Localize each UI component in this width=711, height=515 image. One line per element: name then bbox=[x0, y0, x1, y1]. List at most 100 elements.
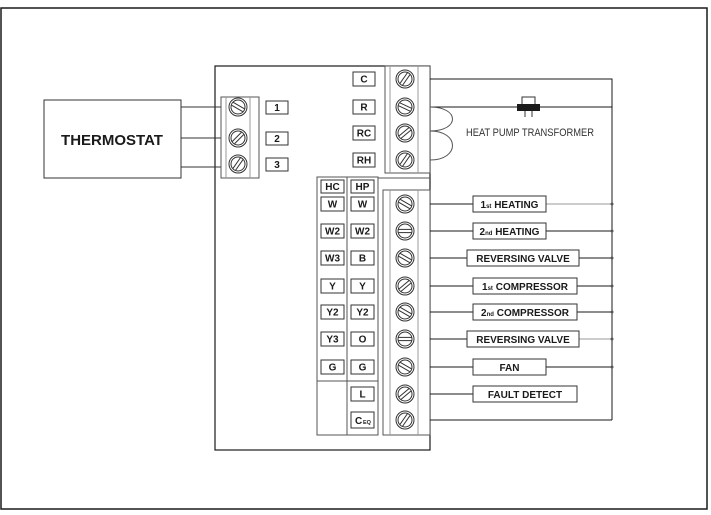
output-label-text-1: 1st HEATING bbox=[481, 200, 539, 211]
power-terminal-screw-RH[interactable] bbox=[395, 150, 415, 170]
hp-label-y-3-text: Y bbox=[359, 282, 366, 293]
hp-label-y2-4: Y2 bbox=[350, 304, 375, 320]
output-label-text-8: FAULT DETECT bbox=[488, 390, 562, 401]
output-label-6: REVERSING VALVE bbox=[466, 330, 580, 348]
junction-dot-4 bbox=[610, 284, 614, 288]
hc-label-g-text: G bbox=[329, 363, 337, 374]
jumper-r-rc bbox=[429, 106, 453, 132]
output-label-8: FAULT DETECT bbox=[472, 385, 578, 403]
outer-frame bbox=[0, 7, 708, 510]
output-label-7: FAN bbox=[472, 358, 547, 376]
output-label-text-2: 2nd HEATING bbox=[480, 227, 540, 238]
output-terminal-screw-3[interactable] bbox=[395, 248, 415, 268]
power-terminal-label-r: R bbox=[352, 99, 376, 115]
junction-dot-5 bbox=[610, 310, 614, 314]
power-terminal-strip bbox=[384, 65, 431, 174]
hc-label-w2: W2 bbox=[320, 223, 345, 239]
hc-label-y3-text: Y3 bbox=[326, 335, 339, 346]
power-terminal-label-c-text: C bbox=[360, 75, 367, 86]
hp-label-b-2: B bbox=[350, 250, 375, 266]
hp-label-g-6-text: G bbox=[359, 363, 367, 374]
hp-label-g-6: G bbox=[350, 359, 375, 375]
hc-header-text: HC bbox=[325, 182, 339, 193]
output-label-1: 1st HEATING bbox=[472, 195, 547, 213]
hc-label-w2-text: W2 bbox=[325, 227, 340, 238]
transformer-label: HEAT PUMP TRANSFORMER bbox=[466, 127, 594, 139]
hc-label-y2-text: Y2 bbox=[326, 308, 339, 319]
output-terminal-screw-2[interactable] bbox=[395, 221, 415, 241]
hp-label-w2-1: W2 bbox=[350, 223, 375, 239]
thermostat-terminal-label-1: 1 bbox=[265, 100, 289, 115]
power-terminal-label-c: C bbox=[352, 71, 376, 87]
power-terminal-screw-R[interactable] bbox=[395, 97, 415, 117]
power-terminal-label-rh: RH bbox=[352, 152, 376, 168]
output-label-text-4: 1st COMPRESSOR bbox=[482, 282, 569, 293]
thermostat-terminal-label-3: 3 bbox=[265, 157, 289, 172]
power-terminal-screw-RC[interactable] bbox=[395, 123, 415, 143]
thermostat-terminal-screw-3[interactable] bbox=[228, 154, 248, 174]
hp-label-y-3: Y bbox=[350, 278, 375, 294]
thermostat: THERMOSTAT bbox=[43, 99, 182, 179]
hc-label-y3: Y3 bbox=[320, 331, 345, 347]
output-terminal-screw-5[interactable] bbox=[395, 302, 415, 322]
junction-dot-2 bbox=[610, 229, 614, 233]
hp-label-ceq-sub: EQ bbox=[363, 420, 372, 426]
output-terminal-screw-7[interactable] bbox=[395, 357, 415, 377]
hc-label-w-text: W bbox=[328, 200, 338, 211]
hp-label-w-0-text: W bbox=[358, 200, 368, 211]
thermostat-terminal-label-2-text: 2 bbox=[274, 134, 280, 145]
wire-c bbox=[430, 78, 613, 420]
output-terminal-screw-6[interactable] bbox=[395, 329, 415, 349]
output-label-text-7: FAN bbox=[500, 363, 520, 374]
thermostat-terminal-label-1-text: 1 bbox=[274, 103, 280, 114]
hp-label-b-2-text: B bbox=[359, 254, 366, 265]
thermostat-terminal-screw-1[interactable] bbox=[228, 97, 248, 117]
output-terminal-screw-8[interactable] bbox=[395, 384, 415, 404]
hc-label-w: W bbox=[320, 196, 345, 212]
junction-dot-6 bbox=[610, 337, 614, 341]
thermostat-terminal-label-2: 2 bbox=[265, 131, 289, 146]
jumper-rc-rh bbox=[429, 130, 453, 161]
junction-dot-3 bbox=[610, 256, 614, 260]
output-terminal-screw-9[interactable] bbox=[395, 410, 415, 430]
output-label-4: 1st COMPRESSOR bbox=[472, 277, 578, 295]
thermostat-terminal-screw-2[interactable] bbox=[228, 128, 248, 148]
thermostat-label: THERMOSTAT bbox=[61, 132, 163, 149]
hp-label-w-0: W bbox=[350, 196, 375, 212]
hc-label-y: Y bbox=[320, 278, 345, 294]
hp-label-ceq-main: C bbox=[355, 416, 362, 427]
thermostat-box bbox=[43, 99, 182, 179]
hp-label-w2-1-text: W2 bbox=[355, 227, 370, 238]
output-label-3: REVERSING VALVE bbox=[466, 249, 580, 267]
power-terminal-label-rc-text: RC bbox=[357, 129, 371, 140]
power-terminal-label-rc: RC bbox=[352, 125, 376, 141]
power-terminal-label-rh-text: RH bbox=[357, 156, 371, 167]
output-label-text-5: 2nd COMPRESSOR bbox=[481, 308, 570, 319]
output-label-text-6: REVERSING VALVE bbox=[476, 335, 570, 346]
thermostat-terminal-label-3-text: 3 bbox=[274, 160, 280, 171]
hc-header: HC bbox=[320, 179, 345, 194]
hp-label-o-5-text: O bbox=[359, 335, 367, 346]
transformer-symbol bbox=[517, 96, 540, 117]
hc-label-y-text: Y bbox=[329, 282, 336, 293]
power-terminal-screw-C[interactable] bbox=[395, 69, 415, 89]
output-label-text-3: REVERSING VALVE bbox=[476, 254, 570, 265]
output-label-5: 2nd COMPRESSOR bbox=[472, 303, 578, 321]
output-terminal-strip bbox=[382, 189, 431, 436]
hc-label-w3: W3 bbox=[320, 250, 345, 266]
hp-label-o-5: O bbox=[350, 331, 375, 347]
hp-label-y2-4-text: Y2 bbox=[356, 308, 369, 319]
output-label-2: 2nd HEATING bbox=[472, 222, 547, 240]
hc-label-y2: Y2 bbox=[320, 304, 345, 320]
output-terminal-screw-1[interactable] bbox=[395, 194, 415, 214]
junction-dot-1 bbox=[610, 202, 614, 206]
thermostat-wires bbox=[181, 106, 222, 168]
output-terminal-screw-4[interactable] bbox=[395, 276, 415, 296]
power-terminal-label-r-text: R bbox=[360, 103, 368, 114]
hp-header: HP bbox=[350, 179, 375, 194]
hp-label-l-7: L bbox=[350, 386, 375, 402]
hc-label-w3-text: W3 bbox=[325, 254, 340, 265]
hp-label-l-7-text: L bbox=[359, 390, 365, 401]
